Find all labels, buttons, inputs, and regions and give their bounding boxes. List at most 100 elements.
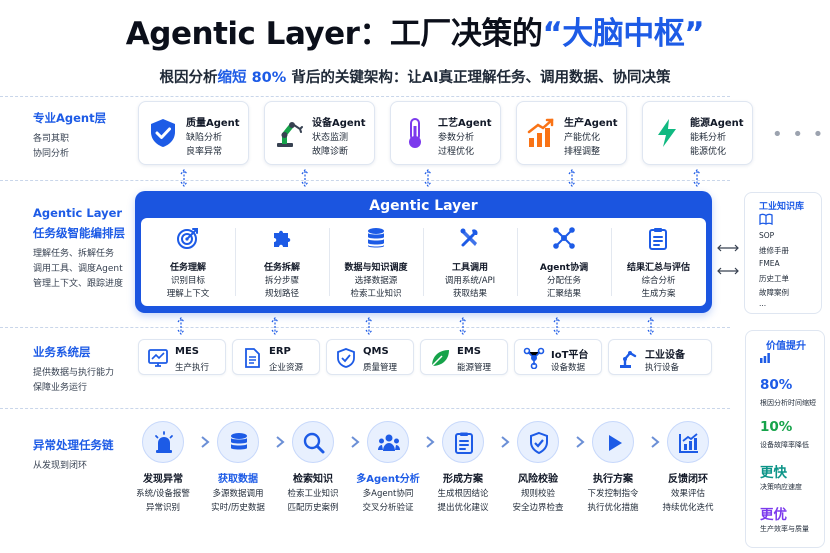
agent-desc: 状态监测 — [312, 133, 349, 143]
agent-desc: 能源优化 — [690, 147, 727, 157]
capability-tool-calling[interactable]: 工具调用 调用系统/API 获取结果 — [423, 218, 517, 306]
knowledge-item: ... — [759, 299, 767, 308]
capability-agent-coordination[interactable]: Agent协调 分配任务 汇聚结果 — [517, 218, 611, 306]
leaf-icon — [431, 350, 449, 367]
value-metric: 80% — [760, 377, 793, 393]
robot-arm-icon — [277, 122, 303, 147]
step-desc: 系统/设备报警 — [136, 489, 190, 499]
bidirectional-arrow-icon — [459, 317, 467, 335]
capability-desc: 生成方案 — [641, 289, 676, 299]
layer-desc: 调用工具、调度Agent — [33, 264, 123, 274]
capability-desc: 分配任务 — [546, 276, 581, 286]
layer-title: 专业Agent层 — [33, 111, 107, 125]
step-icon-circle — [142, 421, 184, 463]
knowledge-base-panel[interactable]: 工业知识库 SOP 维修手册 FMEA 历史工单 故障案例 ... — [744, 192, 822, 314]
system-name: QMS — [363, 346, 389, 357]
system-card-ems[interactable]: EMS 能源管理 — [420, 339, 508, 375]
system-name: IoT平台 — [551, 350, 589, 361]
bidirectional-arrow-icon — [693, 169, 701, 187]
book-icon — [759, 213, 773, 225]
system-card-mes[interactable]: MES 生产执行 — [138, 339, 226, 375]
chevron-right-icon — [651, 436, 660, 448]
step-desc: 下发控制指令 — [587, 489, 639, 499]
capability-data-scheduling[interactable]: 数据与知识调度 选择数据源 检索工业知识 — [329, 218, 423, 306]
capability-title: 任务理解 — [169, 263, 206, 273]
value-metric: 更快 — [760, 465, 787, 481]
monitor-icon — [148, 349, 168, 367]
agent-desc: 能耗分析 — [690, 133, 727, 143]
alarm-icon — [155, 431, 173, 453]
system-card-iot[interactable]: IoT平台 设备数据 — [514, 339, 602, 375]
system-desc: 质量管理 — [363, 363, 398, 373]
system-name: EMS — [457, 346, 481, 357]
layer-subtitle: 任务级智能编排层 — [33, 226, 125, 240]
agent-desc: 良率异常 — [186, 147, 223, 157]
agent-card-quality[interactable]: 质量Agent 缺陷分析 良率异常 — [138, 101, 249, 165]
agent-card-energy[interactable]: 能源Agent 能耗分析 能源优化 — [642, 101, 753, 165]
value-panel: 价值提升 80% 根因分析时间缩短 10% 设备故障率降低 更快 决策响应速度 … — [745, 330, 825, 548]
step-title: 发现异常 — [143, 474, 183, 485]
layer-desc: 保障业务运行 — [33, 383, 88, 393]
step-desc: 多源数据调用 — [212, 489, 264, 499]
value-metric: 更优 — [760, 507, 787, 523]
system-desc: 能源管理 — [457, 363, 492, 373]
bidirectional-arrow-icon — [717, 244, 739, 252]
target-icon — [177, 228, 198, 249]
capability-task-decomposition[interactable]: 任务拆解 拆分步骤 规划路径 — [235, 218, 329, 306]
capability-desc: 选择数据源 — [354, 276, 398, 286]
system-desc: 生产执行 — [175, 363, 210, 373]
title-highlight: “大脑中枢” — [542, 16, 705, 52]
layer-label-agents: 专业Agent层 各司其职 协同分析 — [33, 110, 106, 162]
layer-title: Agentic Layer — [33, 206, 123, 220]
divider — [0, 180, 730, 181]
step-desc: 多Agent协同 — [362, 489, 414, 499]
step-icon-circle — [592, 421, 634, 463]
more-agents-indicator[interactable]: • • • — [772, 124, 826, 145]
step-desc: 实时/历史数据 — [211, 503, 265, 513]
agent-name: 质量Agent — [186, 118, 240, 129]
shield-icon — [337, 348, 355, 368]
page-title: Agentic Layer：工厂决策的“大脑中枢” — [0, 8, 830, 53]
layer-desc: 管理上下文、跟踪进度 — [33, 279, 124, 289]
chevron-right-icon — [201, 436, 210, 448]
system-card-erp[interactable]: ERP 企业资源 — [232, 339, 320, 375]
capability-desc: 综合分析 — [641, 276, 676, 286]
system-card-qms[interactable]: QMS 质量管理 — [326, 339, 414, 375]
agent-card-process[interactable]: 工艺Agent 参数分析 过程优化 — [390, 101, 501, 165]
thermometer-icon — [409, 118, 421, 148]
bidirectional-arrow-icon — [568, 169, 576, 187]
step-title: 反馈闭环 — [668, 474, 708, 485]
agent-name: 工艺Agent — [438, 118, 492, 129]
step-title: 风险校验 — [518, 474, 558, 485]
agent-desc: 过程优化 — [438, 147, 475, 157]
capability-result-evaluation[interactable]: 结果汇总与评估 综合分析 生成方案 — [611, 218, 706, 306]
value-title: 价值提升 — [766, 341, 806, 352]
divider — [423, 228, 424, 296]
knowledge-item: 维修手册 — [759, 246, 789, 255]
step-desc: 执行优化措施 — [587, 503, 639, 513]
layer-desc: 协同分析 — [33, 149, 70, 159]
subtitle-post: 背后的关键架构：让AI真正理解任务、调用数据、协同决策 — [286, 70, 671, 86]
knowledge-item: 历史工单 — [759, 274, 789, 283]
divider — [329, 228, 330, 296]
system-desc: 执行设备 — [645, 363, 680, 373]
search-icon — [303, 432, 325, 454]
step-icon-circle — [367, 421, 409, 463]
capability-task-understanding[interactable]: 任务理解 识别目标 理解上下文 — [141, 218, 235, 306]
shield-check-icon — [530, 431, 548, 455]
bidirectional-arrow-icon — [424, 169, 432, 187]
step-desc: 规则校验 — [520, 489, 555, 499]
layer-label-chain: 异常处理任务链 从发现到闭环 — [33, 437, 114, 474]
page-subtitle: 根因分析缩短 80% 背后的关键架构：让AI真正理解任务、调用数据、协同决策 — [0, 66, 830, 87]
system-card-equipment[interactable]: 工业设备 执行设备 — [608, 339, 712, 375]
bidirectional-arrow-icon — [271, 317, 279, 335]
subtitle-pre: 根因分析 — [159, 70, 218, 86]
bidirectional-arrow-icon — [647, 317, 655, 335]
step-icon-circle — [292, 421, 334, 463]
agent-name: 生产Agent — [564, 118, 618, 129]
capability-desc: 获取结果 — [452, 289, 487, 299]
agent-card-equipment[interactable]: 设备Agent 状态监测 故障诊断 — [264, 101, 375, 165]
core-capabilities: 任务理解 识别目标 理解上下文 任务拆解 拆分步骤 规划路径 数据与知识调度 选… — [141, 218, 706, 306]
agent-card-production[interactable]: 生产Agent 产能优化 排程调整 — [516, 101, 627, 165]
capability-title: Agent协调 — [539, 263, 589, 273]
